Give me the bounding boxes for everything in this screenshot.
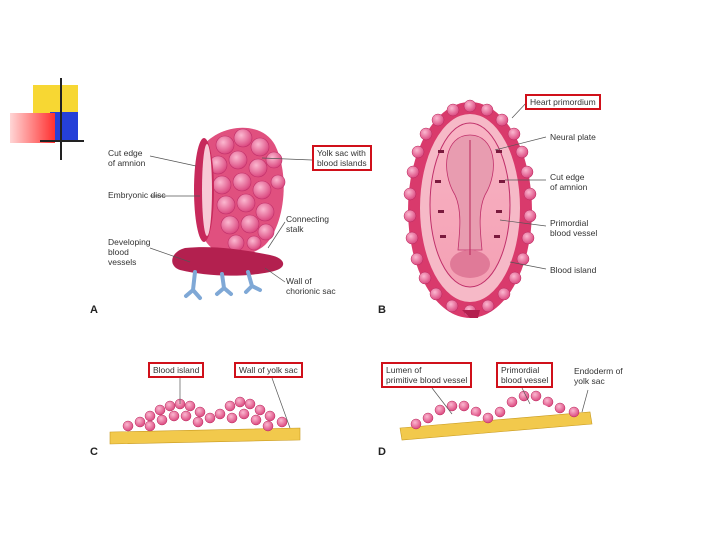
panel-letter-c: C (90, 446, 98, 458)
panel-d-primitive-vessels (399, 387, 593, 441)
panel-letter-d: D (378, 446, 386, 458)
label-neural-plate: Neural plate (550, 132, 596, 142)
label-blood-island-c: Blood island (148, 362, 205, 378)
label-primordial-vessel-b: Primordial blood vessel (550, 218, 598, 238)
label-wall-yolk-sac: Wall of yolk sac (234, 362, 303, 378)
panel-a-yolk-sac (149, 127, 313, 300)
label-yolk-sac-blood-islands: Yolk sac with blood islands (312, 145, 372, 171)
slide-red-gradient (10, 113, 55, 143)
panel-letter-b: B (378, 304, 386, 316)
panel-letter-a: A (90, 304, 98, 316)
label-connecting-stalk: Connecting stalk (286, 214, 330, 234)
label-primordial-vessel-d: Primordial blood vessel (496, 362, 554, 388)
panel-c-blood-islands (109, 377, 301, 445)
label-wall-chorionic-sac: Wall of chorionic sac (286, 276, 336, 296)
label-embryonic-disc: Embryonic disc (108, 190, 166, 200)
label-developing-vessels: Developing blood vessels (108, 237, 151, 267)
label-endoderm-yolk-sac: Endoderm of yolk sac (574, 366, 623, 386)
panel-b-embryo (403, 99, 547, 318)
label-heart-primordium: Heart primordium (525, 94, 601, 110)
label-blood-island-b: Blood island (550, 265, 597, 275)
slide-vertical-line (60, 78, 62, 160)
label-cut-edge-amnion-b: Cut edge of amnion (550, 172, 588, 192)
label-lumen-vessel: Lumen of primitive blood vessel (381, 362, 473, 388)
label-cut-edge-amnion-a: Cut edge of amnion (108, 148, 146, 168)
slide-horizontal-line (40, 140, 84, 142)
